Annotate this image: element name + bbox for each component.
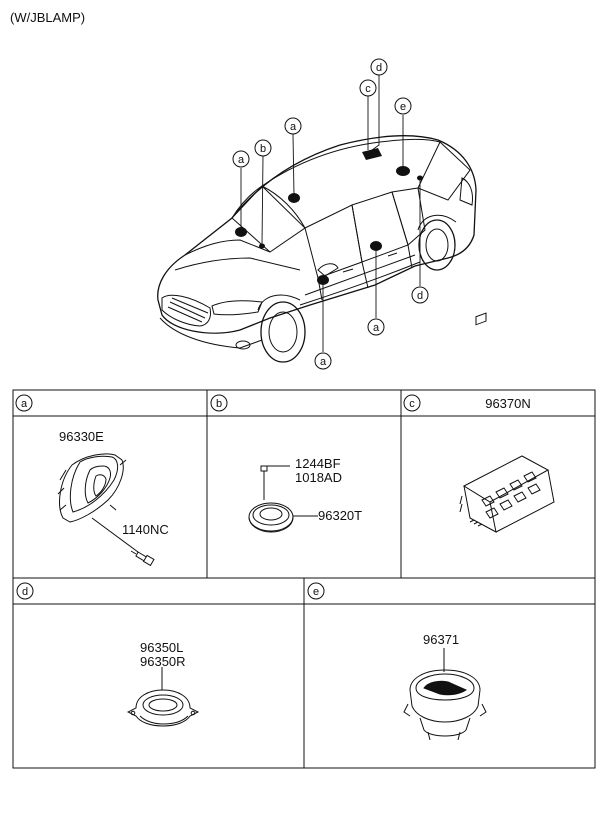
callout-leaders [240,75,421,352]
panel-c-title: 96370N [485,396,531,411]
page-title: (W/JBLAMP) [10,10,85,25]
speaker-96371-drawing [403,648,487,741]
callout-a-3: a [367,318,385,336]
callout-b: b [254,139,272,157]
panel-a-letter: a [15,394,33,412]
part-1140nc-label: 1140NC [122,522,169,537]
callout-a-2: a [284,117,302,135]
car-illustration [157,135,477,363]
panel-letters: a b c d e [15,394,421,600]
panel-b-letter: b [210,394,228,412]
parts-table [12,389,596,769]
svg-text:a: a [238,154,245,166]
svg-text:d: d [417,290,423,302]
part-1018ad-label: 1018AD [295,470,342,485]
callout-c: c [359,79,377,97]
svg-text:b: b [216,398,222,410]
callout-circles: a b a c d e d a a [232,58,429,370]
callout-a-1: a [232,150,250,168]
part-1244bf-label: 1244BF [295,456,341,471]
part-96330e-label: 96330E [59,429,104,444]
svg-text:a: a [290,121,297,133]
panel-e-letter: e [307,582,325,600]
callout-d-2: d [411,286,429,304]
panel-c-letter: c [403,394,421,412]
callout-a-4: a [314,352,332,370]
svg-text:e: e [400,101,406,113]
svg-text:c: c [365,83,371,95]
svg-text:c: c [409,398,415,410]
part-96320t-label: 96320T [318,508,362,523]
panel-d-letter: d [16,582,34,600]
part-96350l-label: 96350L [140,640,183,655]
amplifier-96370n-drawing [459,312,555,533]
svg-text:d: d [376,62,382,74]
svg-text:b: b [260,143,266,155]
speaker-markers [235,148,423,285]
screw-1140nc-drawing [130,550,155,567]
callout-e: e [394,97,412,115]
svg-text:a: a [373,322,380,334]
callout-d-1: d [370,58,388,76]
part-96350r-label: 96350R [140,654,186,669]
part-96371-label: 96371 [423,632,459,647]
svg-text:e: e [313,586,319,598]
svg-text:a: a [21,398,28,410]
speaker-96350-drawing [126,667,200,727]
speaker-96330e-drawing [57,453,139,553]
speaker-96320t-drawing [248,465,318,533]
svg-text:d: d [22,586,28,598]
svg-text:a: a [320,356,327,368]
